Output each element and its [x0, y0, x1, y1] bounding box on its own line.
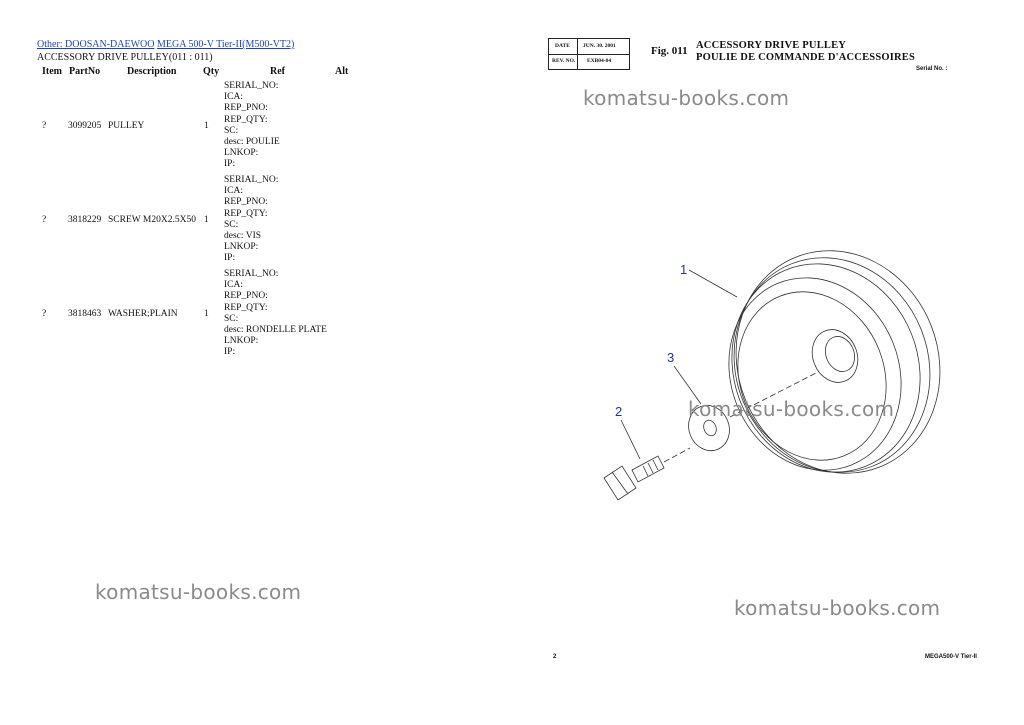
- watermark: komatsu-books.com: [688, 397, 895, 421]
- figure-title-en: ACCESSORY DRIVE PULLEY: [696, 40, 847, 51]
- header-description: Description: [127, 66, 177, 77]
- footer-model: MEGA500-V Tier-II: [925, 654, 977, 660]
- cell-partno: 3818463: [68, 309, 102, 319]
- cell-qty: 1: [204, 215, 209, 225]
- watermark: komatsu-books.com: [583, 86, 790, 110]
- watermark: komatsu-books.com: [734, 596, 941, 620]
- callout-3: 3: [667, 350, 674, 365]
- cell-partno: 3818229: [68, 215, 102, 225]
- header-ref: Ref: [270, 66, 285, 77]
- page-number: 2: [553, 654, 557, 660]
- page-title: ACCESSORY DRIVE PULLEY(011 : 011): [37, 52, 213, 63]
- header-partno: PartNo: [69, 66, 101, 77]
- cell-description: SCREW M20X2.5X50: [108, 215, 196, 225]
- exploded-view-drawing: 1 3 2: [603, 250, 941, 501]
- cell-ref: SERIAL_NO: ICA: REP_PNO: REP_QTY: SC: de…: [224, 81, 280, 170]
- stamp-date-label: DATE: [555, 43, 570, 49]
- figure-title-fr: POULIE DE COMMANDE D'ACCESSOIRES: [696, 52, 916, 63]
- stamp-rev-label: REV. NO.: [552, 58, 576, 64]
- cell-qty: 1: [204, 309, 209, 319]
- cell-ref: SERIAL_NO: ICA: REP_PNO: REP_QTY: SC: de…: [224, 269, 327, 358]
- serial-label: Serial No. :: [916, 66, 948, 72]
- breadcrumb-link-model[interactable]: MEGA 500-V Tier-II(M500-VT2): [156, 39, 295, 50]
- breadcrumb: Other: DOOSAN-DAEWOO MEGA 500-V Tier-II(…: [37, 39, 294, 50]
- header-alt: Alt: [335, 66, 349, 77]
- figure-number: Fig. 011: [651, 45, 688, 57]
- callout-1: 1: [680, 262, 687, 277]
- cell-ref: SERIAL_NO: ICA: REP_PNO: REP_QTY: SC: de…: [224, 175, 279, 264]
- stamp-date-value: JUN. 30. 2001: [583, 43, 616, 49]
- cell-description: WASHER;PLAIN: [108, 309, 178, 319]
- cell-description: PULLEY: [108, 121, 145, 131]
- callout-2: 2: [615, 404, 622, 419]
- cell-partno: 3099205: [68, 121, 102, 131]
- cell-qty: 1: [204, 121, 209, 131]
- cell-item: ?: [42, 309, 47, 319]
- stamp-rev-value: EXB04-04: [587, 58, 612, 64]
- cell-item: ?: [42, 215, 47, 225]
- header-qty: Qty: [203, 66, 220, 77]
- watermark: komatsu-books.com: [95, 580, 302, 604]
- revision-stamp: DATE JUN. 30. 2001 REV. NO. EXB04-04: [548, 38, 630, 70]
- cell-item: ?: [42, 121, 47, 131]
- header-item: Item: [42, 66, 62, 77]
- breadcrumb-link-make[interactable]: Other: DOOSAN-DAEWOO: [37, 39, 155, 50]
